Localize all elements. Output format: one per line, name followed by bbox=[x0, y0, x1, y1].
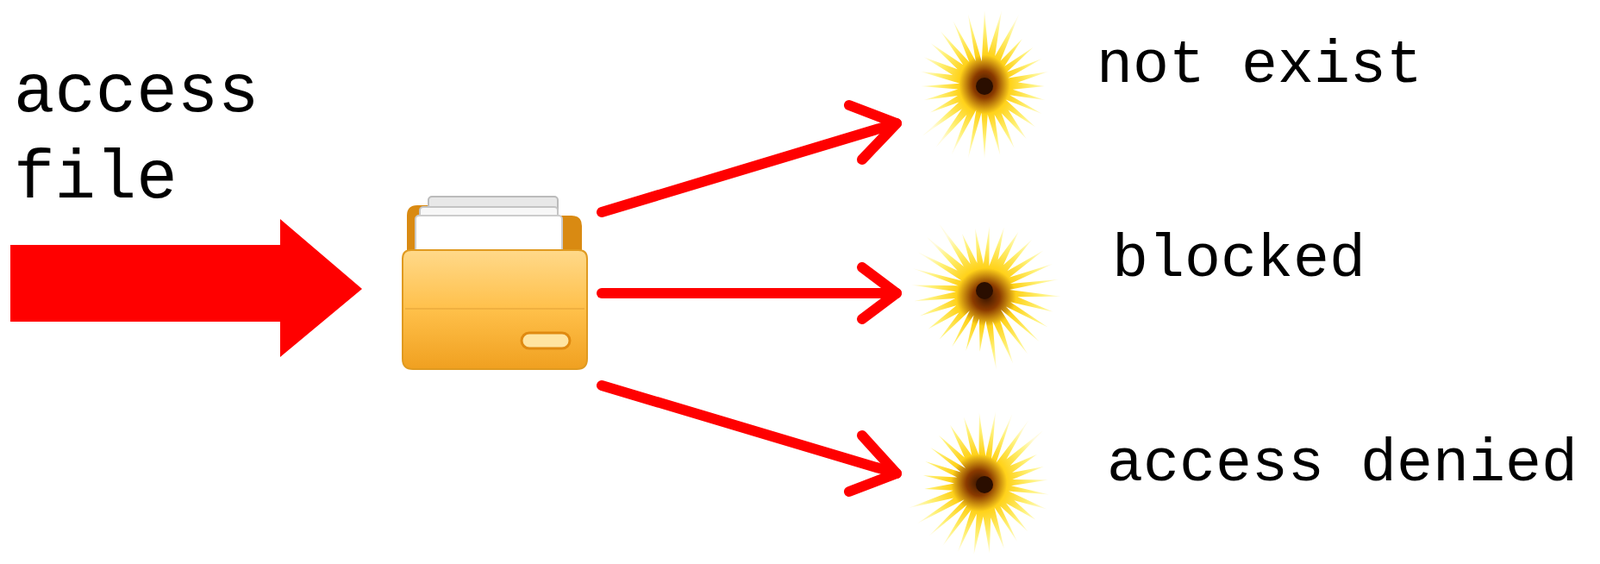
explosion-core bbox=[975, 281, 994, 300]
error-label: not exist bbox=[1096, 31, 1423, 101]
input-label: access file bbox=[13, 50, 299, 223]
explosion-icon bbox=[920, 10, 1049, 159]
arrow bbox=[601, 385, 897, 492]
folder-icon bbox=[402, 196, 588, 369]
error-label: access denied bbox=[1106, 430, 1578, 500]
explosion-core bbox=[975, 475, 994, 494]
explosion-core bbox=[975, 77, 994, 95]
explosion-icon bbox=[911, 224, 1062, 370]
arrow bbox=[601, 105, 897, 213]
input-arrow bbox=[10, 218, 363, 357]
error-label: blocked bbox=[1112, 225, 1366, 295]
arrow bbox=[601, 267, 897, 319]
explosion-icon bbox=[908, 411, 1050, 555]
